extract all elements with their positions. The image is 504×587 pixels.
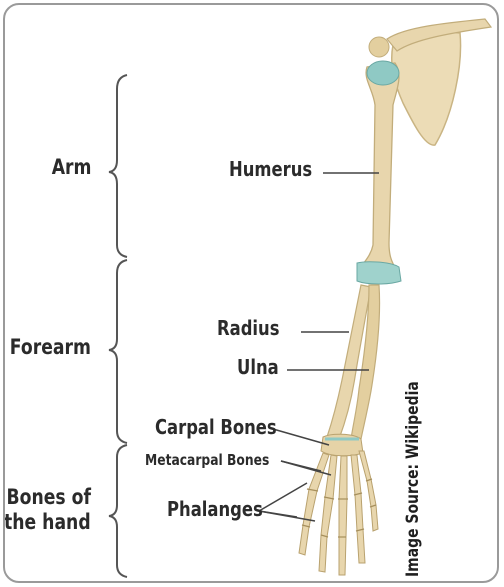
acromion xyxy=(369,37,389,57)
humeral-head-cartilage xyxy=(367,61,399,85)
humerus-bone xyxy=(361,63,399,271)
phalanges-leader-1 xyxy=(259,483,307,511)
region-label-forearm: Forearm xyxy=(10,335,91,359)
elbow-cartilage xyxy=(357,262,401,284)
bone-label-ulna: Ulna xyxy=(237,355,279,379)
bone-label-carpal: Carpal Bones xyxy=(155,415,277,439)
diagram-frame: Arm Forearm Bones of the hand Humerus Ra… xyxy=(3,3,499,583)
bone-label-humerus: Humerus xyxy=(229,157,312,181)
scapula xyxy=(392,33,461,146)
region-label-arm: Arm xyxy=(51,155,91,179)
region-brackets xyxy=(109,75,127,577)
forearm-bracket xyxy=(109,260,127,443)
hand-bracket xyxy=(109,445,127,577)
carpal-leader xyxy=(273,429,329,445)
bone-label-metacarpal: Metacarpal Bones xyxy=(145,451,269,469)
bone-label-radius: Radius xyxy=(217,316,279,340)
arm-bracket xyxy=(109,75,127,257)
region-label-hand-line2: the hand xyxy=(4,510,91,534)
image-source-credit: Image Source: Wikipedia xyxy=(403,381,423,577)
region-label-hand-line1: Bones of xyxy=(7,485,91,509)
bone-label-phalanges: Phalanges xyxy=(167,497,263,521)
